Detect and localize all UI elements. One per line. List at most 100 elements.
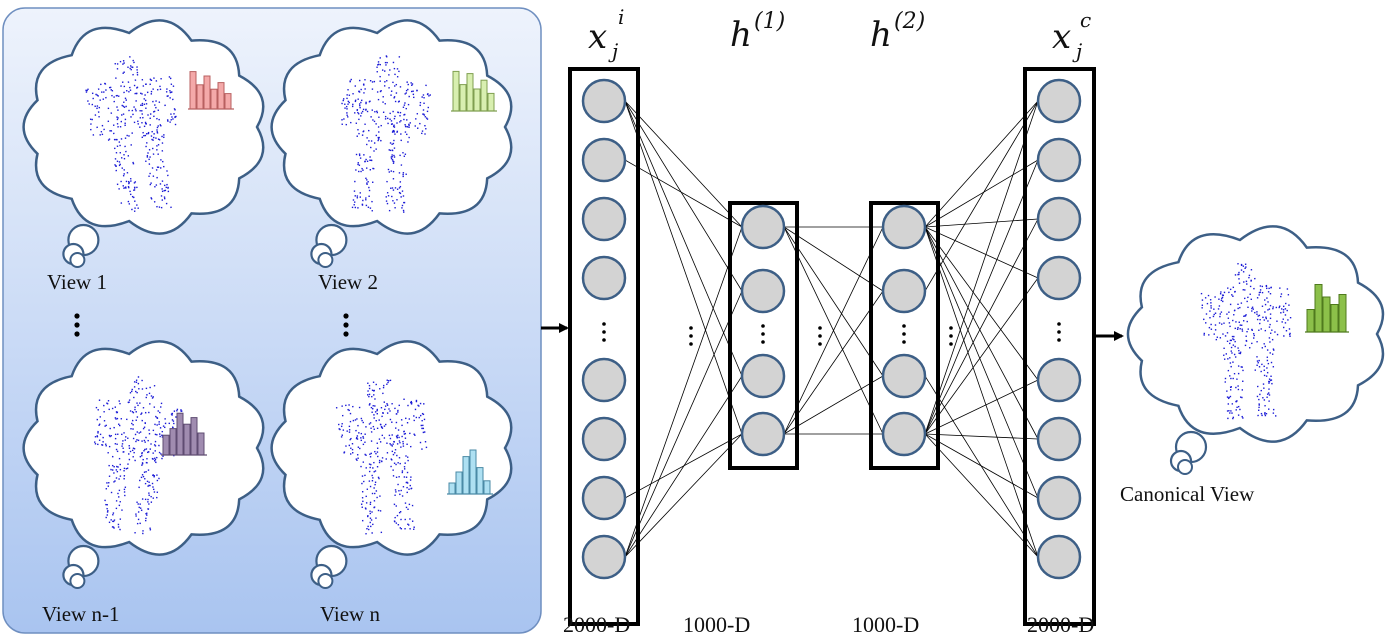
vertical-ellipsis-right	[343, 313, 349, 337]
canonical-view-cloud	[1126, 225, 1385, 475]
point-cloud-figure	[335, 379, 428, 535]
svg-text:x: x	[1052, 17, 1071, 57]
histogram-bar	[210, 88, 218, 110]
hidden1-neuron	[740, 353, 786, 399]
connection-line	[924, 218, 1039, 228]
svg-text:j: j	[1072, 39, 1082, 63]
view-cloud-3	[22, 340, 265, 589]
connection-line	[924, 100, 1039, 292]
connection-line	[624, 100, 743, 377]
connection-line	[924, 159, 1039, 435]
histogram-bar	[1306, 309, 1315, 333]
output-ellipsis	[1057, 322, 1061, 342]
connection-line	[924, 375, 1039, 558]
histogram-bar	[169, 428, 177, 456]
thought-bubble	[69, 573, 86, 589]
view-cloud-4	[270, 340, 513, 589]
connection-line	[924, 226, 1039, 499]
connection-line	[783, 290, 884, 435]
connection-line	[924, 100, 1039, 435]
input-neuron	[581, 357, 627, 403]
view-label-3: View n-1	[42, 602, 119, 626]
point-cloud-figure	[93, 376, 183, 535]
thought-bubble	[1177, 459, 1193, 475]
svg-text:x: x	[588, 17, 607, 57]
histogram-icon	[451, 70, 497, 112]
cloud-outline	[270, 19, 513, 235]
histogram-bar	[197, 432, 205, 456]
vertical-ellipsis-left	[74, 313, 80, 337]
input-dim-label: 2000-D	[563, 612, 630, 637]
cloud-outline	[22, 340, 265, 556]
connection-line	[924, 226, 1039, 558]
histogram-bar	[459, 84, 467, 112]
output-neuron	[1036, 416, 1082, 462]
hidden1-neuron	[740, 411, 786, 457]
connection-line	[624, 290, 743, 558]
cloud-outline	[22, 19, 265, 235]
hidden1-layer-box	[728, 201, 799, 470]
output-layer-title: x j c	[1052, 8, 1091, 63]
view-cloud-1	[22, 19, 265, 268]
gap-ellipsis-3	[949, 326, 953, 346]
connection-line	[624, 433, 743, 558]
connection-line	[624, 226, 743, 558]
hidden2-dim-label: 1000-D	[852, 612, 919, 637]
input-neuron	[581, 78, 627, 124]
connection-line	[624, 100, 743, 435]
view-label-1: View 1	[47, 270, 107, 294]
input-layer-box	[568, 67, 640, 626]
connection-line	[783, 226, 884, 292]
hidden2-ellipsis	[902, 324, 906, 344]
histogram-bar	[476, 467, 484, 495]
histogram-bar	[452, 70, 460, 112]
cloud-outline	[1126, 225, 1385, 443]
input-neuron	[581, 255, 627, 301]
histogram-bar	[1314, 284, 1323, 333]
histogram-icon	[161, 412, 207, 456]
input-neuron	[581, 137, 627, 183]
output-neuron	[1036, 78, 1082, 124]
connection-line	[924, 379, 1039, 435]
view-label-2: View 2	[318, 270, 378, 294]
histogram-bar	[1322, 296, 1331, 333]
connection-line	[783, 375, 884, 435]
hidden2-neuron	[881, 411, 927, 457]
svg-text:(2): (2)	[894, 9, 925, 34]
connection-line	[624, 159, 743, 228]
connection-line	[924, 277, 1039, 435]
hidden1-layer-title: h (1)	[730, 9, 785, 55]
histogram-icon	[1305, 284, 1349, 333]
histogram-icon	[188, 71, 234, 110]
connection-line	[924, 226, 1039, 440]
output-neuron	[1036, 137, 1082, 183]
thought-bubble	[317, 252, 334, 268]
cloud-outline	[270, 340, 513, 556]
gap-ellipsis-2	[818, 326, 822, 346]
histogram-bar	[448, 482, 456, 495]
connection-line	[624, 100, 743, 292]
view-label-4: View n	[320, 602, 380, 626]
connections	[624, 100, 1039, 558]
histogram-bar	[487, 92, 495, 112]
connection-line	[924, 226, 1039, 279]
connection-line	[924, 100, 1039, 228]
hidden1-ellipsis	[761, 324, 765, 344]
svg-text:h: h	[870, 15, 892, 55]
histogram-bar	[217, 82, 225, 110]
histogram-bar	[203, 75, 211, 110]
output-neuron	[1036, 475, 1082, 521]
connection-line	[624, 433, 743, 499]
connection-line	[924, 433, 1039, 440]
output-neuron	[1036, 196, 1082, 242]
histogram-bar	[196, 84, 204, 110]
histogram-bar	[183, 423, 191, 456]
histogram-bar	[176, 412, 184, 456]
hidden2-layer-title: h (2)	[870, 9, 925, 55]
histogram-bar	[224, 93, 232, 110]
connection-line	[924, 218, 1039, 435]
histogram-bar	[455, 471, 463, 495]
histogram-bar	[189, 71, 197, 110]
histogram-bar	[462, 456, 470, 495]
